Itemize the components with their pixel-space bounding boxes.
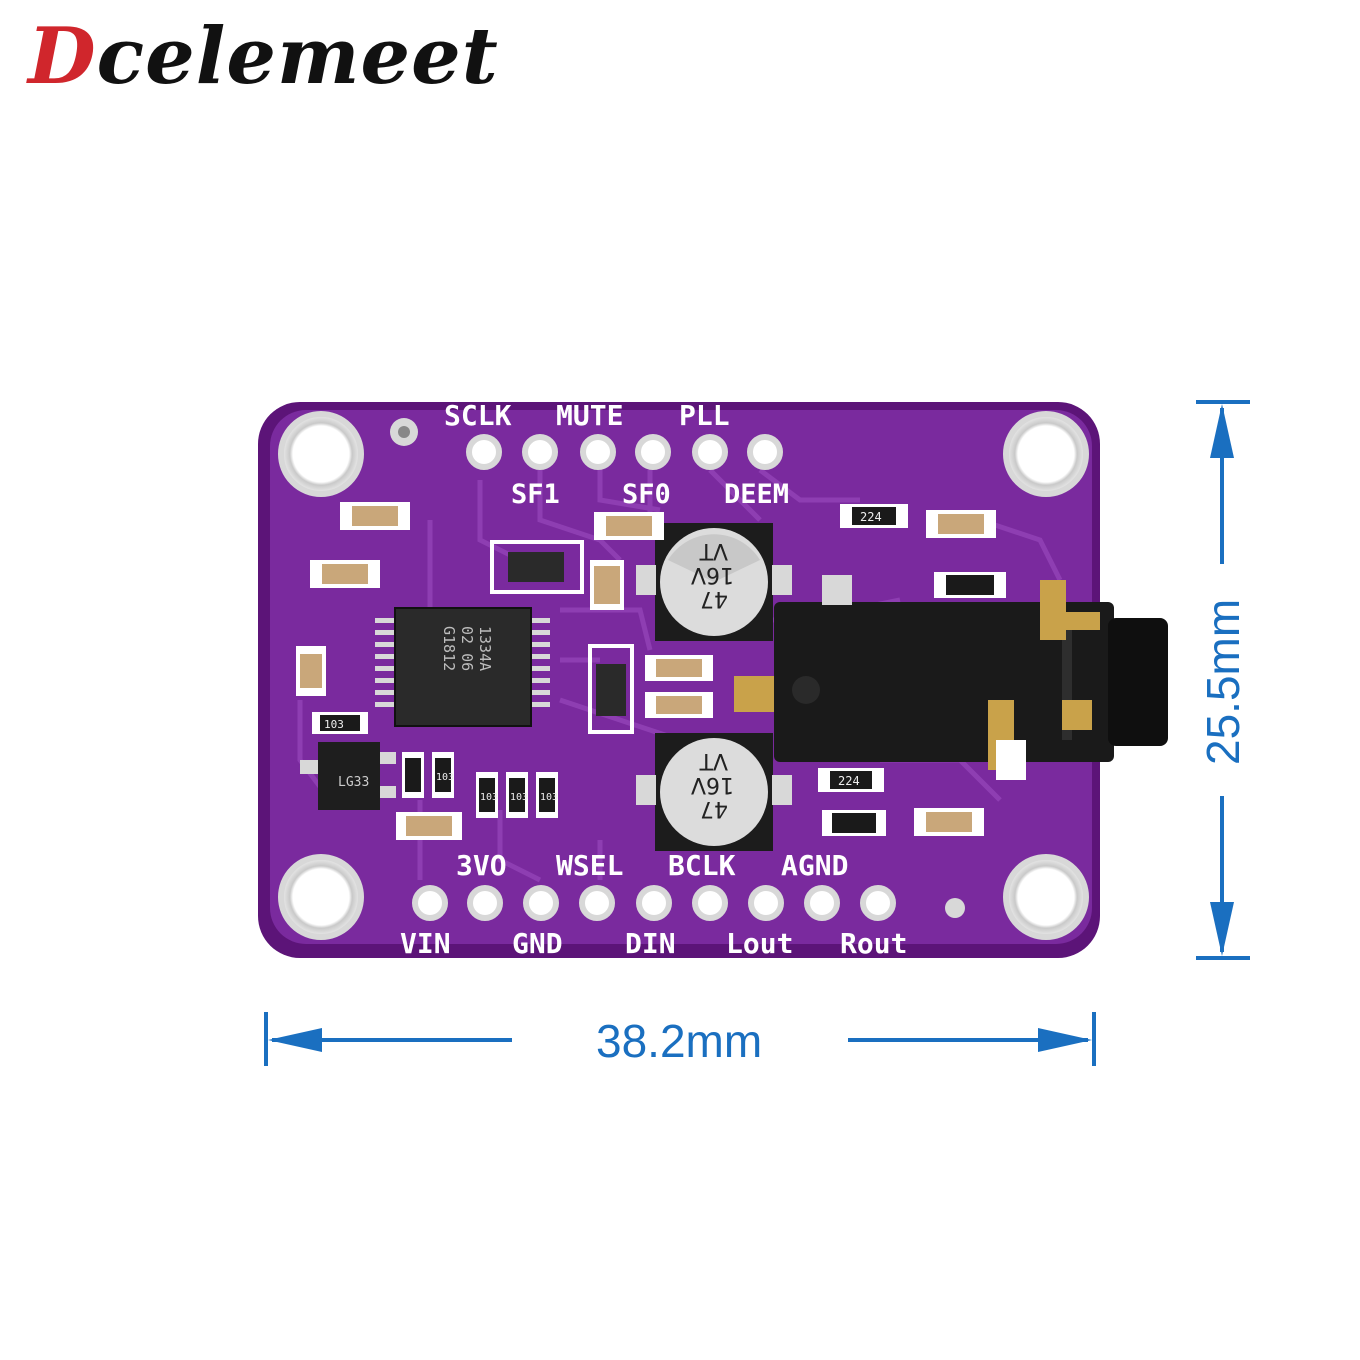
resistor-103-b: 103 [402, 752, 454, 798]
resistor-code: 103 [480, 792, 498, 803]
label-bclk: BCLK [668, 849, 736, 882]
headphone-jack [734, 575, 1168, 770]
pin-top [466, 434, 502, 470]
mounting-holes [278, 411, 1089, 940]
pin-bottom [467, 885, 503, 921]
pin-bottom [860, 885, 896, 921]
capacitor-bottom: 47 16V VT [636, 733, 792, 851]
pin-top [635, 434, 671, 470]
mount-hole-tr [1003, 411, 1089, 497]
label-rout: Rout [840, 927, 907, 960]
chip-marking-1: 1334A [476, 626, 494, 671]
resistor-code: 224 [838, 774, 860, 788]
label-deem: DEEM [724, 479, 789, 510]
pin-top [522, 434, 558, 470]
dimension-width [264, 1012, 1096, 1066]
brand-logo-first: D [28, 11, 97, 102]
dimension-height-label: 25.5mm [1197, 598, 1249, 765]
chip-marking-2: 02 06 [458, 626, 476, 671]
pin-bottom [412, 885, 448, 921]
pin-top [747, 434, 783, 470]
label-gnd: GND [512, 927, 563, 960]
resistor-code: 224 [860, 510, 882, 524]
pin-bottom [523, 885, 559, 921]
mount-hole-br [1003, 854, 1089, 940]
cap-bottom-line1: 47 [700, 796, 728, 821]
pin-bottom [804, 885, 840, 921]
resistor-103-a: 103 [312, 712, 368, 734]
label-mute: MUTE [556, 399, 623, 432]
pin-top [692, 434, 728, 470]
pin-top [580, 434, 616, 470]
label-vin: VIN [400, 927, 451, 960]
resistor-code: 103 [510, 792, 528, 803]
label-3vo: 3VO [456, 849, 507, 882]
resistor-103-right [822, 572, 1026, 836]
top-header-pins [466, 434, 783, 470]
pin-bottom [748, 885, 784, 921]
brand-logo-rest: celemeet [96, 11, 499, 102]
label-agnd: AGND [781, 849, 848, 882]
pin-bottom [579, 885, 615, 921]
resistor-code: 103 [436, 772, 454, 783]
label-pll: PLL [679, 399, 730, 432]
dimension-width-label: 38.2mm [596, 1015, 763, 1067]
regulator-lg33: LG33 [300, 742, 396, 810]
label-sf1: SF1 [511, 479, 560, 510]
mount-hole-bl [278, 854, 364, 940]
resistor-103-c: 103 103 103 [476, 772, 558, 818]
cap-top-line2: 16V [691, 562, 734, 587]
brand-logo: Dcelemeet [28, 18, 499, 96]
label-din: DIN [625, 927, 676, 960]
chip-marking-3: G1812 [440, 626, 458, 671]
label-lout: Lout [726, 927, 793, 960]
resistor-code: 103 [324, 718, 344, 731]
capacitor-top: 47 16V VT [636, 523, 792, 641]
smd-components [296, 502, 996, 840]
mount-hole-tl [278, 411, 364, 497]
bottom-header-pins [412, 885, 896, 921]
regulator-code: LG33 [338, 775, 369, 790]
label-sclk: SCLK [444, 399, 512, 432]
cap-top-line1: 47 [700, 586, 728, 611]
cap-top-line3: VT [699, 538, 728, 563]
resistor-224-bottom: 224 [818, 768, 884, 792]
cap-bottom-line2: 16V [691, 772, 734, 797]
resistor-code: 103 [540, 792, 558, 803]
dimension-height [1196, 400, 1250, 960]
pin-bottom [692, 885, 728, 921]
pin-bottom [636, 885, 672, 921]
cap-bottom-line3: VT [699, 748, 728, 773]
fiducial-bottom [945, 898, 965, 918]
dac-chip: 1334A 02 06 G1812 [375, 607, 550, 727]
resistor-224-top: 224 [840, 504, 908, 528]
label-sf0: SF0 [622, 479, 671, 510]
label-wsel: WSEL [556, 849, 623, 882]
